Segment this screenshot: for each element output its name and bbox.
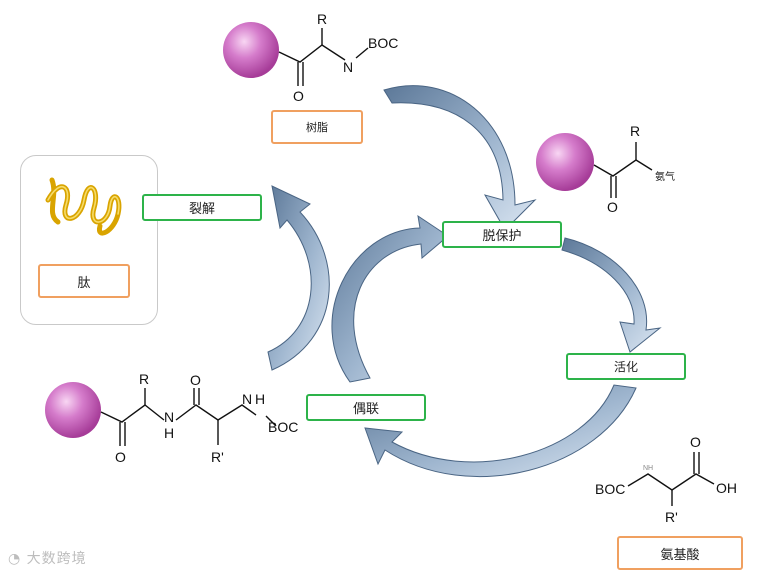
- oxygen-label: O: [690, 434, 701, 450]
- r-group-label: R: [317, 11, 327, 27]
- arrow-resin-to-deprotection: [383, 85, 537, 231]
- activation-step-label: 活化: [566, 353, 686, 380]
- resin-label: 树脂: [271, 110, 363, 144]
- hydrogen-label: H: [255, 391, 265, 407]
- r-prime-label: R': [665, 509, 678, 525]
- watermark-logo-icon: ◔: [8, 551, 22, 567]
- deprotected-amino-acid-on-resin: R O 氨气: [536, 123, 675, 215]
- boc-label: BOC: [595, 481, 625, 497]
- oxygen-label: O: [293, 88, 304, 104]
- oxygen-label: O: [607, 199, 618, 215]
- ammonia-label: 氨气: [655, 170, 675, 183]
- arrow-coupling-to-deprotection: [331, 214, 449, 383]
- r-group-label: R: [139, 371, 149, 387]
- nitrogen-label: N: [164, 409, 174, 425]
- deprotection-step-label: 脱保护: [442, 221, 562, 248]
- coupling-step-text: 偶联: [352, 402, 379, 417]
- boc-amino-acid: BOC NH O OH R': [595, 434, 737, 525]
- deprotection-step-text: 脱保护: [482, 229, 522, 244]
- resin-bead-icon: [45, 382, 101, 438]
- cleavage-step-label: 裂解: [142, 194, 262, 221]
- boc-amino-acid-on-resin: R O N BOC: [223, 11, 398, 104]
- r-prime-label: R': [211, 449, 224, 465]
- arrow-deprotection-to-activation: [561, 237, 662, 353]
- hydrogen-label: H: [164, 425, 174, 441]
- oxygen-label: O: [190, 372, 201, 388]
- boc-label: BOC: [368, 35, 398, 51]
- r-group-label: R: [630, 123, 640, 139]
- activation-step-text: 活化: [613, 360, 638, 374]
- amine-small-label: NH: [643, 465, 653, 472]
- peptide-label: 肽: [38, 264, 130, 298]
- coupling-step-label: 偶联: [306, 394, 426, 421]
- arrow-activation-to-coupling: [364, 384, 637, 478]
- peptide-label-text: 肽: [77, 275, 91, 291]
- peptide-chain-highlight: [47, 186, 120, 223]
- amino-acid-label: 氨基酸: [617, 536, 743, 570]
- watermark: ◔ 大数跨境: [8, 548, 87, 568]
- oxygen-label: O: [115, 449, 126, 465]
- amino-acid-label-text: 氨基酸: [660, 547, 700, 563]
- peptide-frame: [20, 155, 158, 325]
- arrow-coupling-to-cleavage: [267, 185, 330, 371]
- resin-label-text: 树脂: [306, 121, 328, 134]
- resin-bead-icon: [536, 133, 594, 191]
- cleavage-step-text: 裂解: [188, 202, 215, 217]
- nitrogen-label: N: [343, 59, 353, 75]
- resin-bead-icon: [223, 22, 279, 78]
- hydroxyl-label: OH: [716, 480, 737, 496]
- boc-label: BOC: [268, 419, 298, 435]
- nitrogen-label: N: [242, 391, 252, 407]
- dipeptide-on-resin: R O N H O N H BOC R': [45, 371, 298, 465]
- watermark-text: 大数跨境: [26, 551, 87, 567]
